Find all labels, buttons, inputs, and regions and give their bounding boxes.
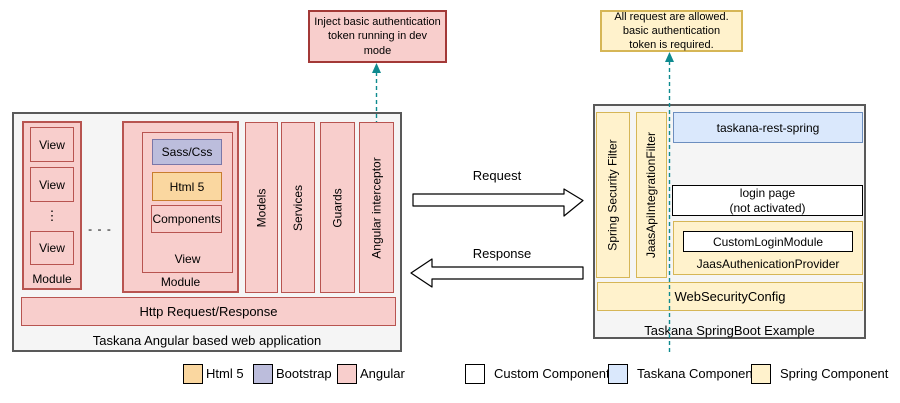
interceptor-note-arrowhead <box>372 63 381 73</box>
response-arrow <box>410 258 584 288</box>
legend-swatch-angular <box>337 363 357 384</box>
filter-chain-arrowhead <box>665 52 674 62</box>
module-2-view-label: View <box>174 251 201 266</box>
bar-services: Services <box>281 122 315 293</box>
legend-swatch-html5 <box>183 363 203 384</box>
jaas-authentication-provider-label: JaasAuthenicationProvider <box>696 257 840 271</box>
html5-box: Html 5 <box>152 172 222 201</box>
legend-label-html5: Html 5 <box>206 365 244 381</box>
module-1-view-3: View <box>30 231 74 265</box>
note-all-requests: All request are allowed. basic authentic… <box>600 10 743 52</box>
bar-services-label: Services <box>291 184 306 231</box>
legend-item-spring-component: Spring Component <box>751 363 888 384</box>
bar-jaas-api-integration-filter-label: JaasApiIntegrationFilter <box>644 131 659 259</box>
response-label: Response <box>472 245 532 261</box>
modules-ellipsis: - - - <box>88 222 112 236</box>
bar-models-label: Models <box>254 188 269 227</box>
legend-label-spring-component: Spring Component <box>780 365 889 381</box>
module-2-label: Module <box>160 274 201 289</box>
legend-label-taskana-component: Taskana Component <box>637 365 757 381</box>
http-request-response-bar: Http Request/Response <box>21 297 396 326</box>
legend-label-custom-component: Custom Component <box>494 365 610 381</box>
bar-guards: Guards <box>320 122 355 293</box>
module-1-view-2: View <box>30 167 74 202</box>
bar-models: Models <box>245 122 278 293</box>
module-1-label: Module <box>32 271 72 286</box>
legend-item-bootstrap: Bootstrap <box>253 363 332 384</box>
legend-item-html5: Html 5 <box>183 363 244 384</box>
legend-swatch-custom-component <box>465 363 485 384</box>
login-page-box: login page (not activated) <box>672 185 863 216</box>
legend-item-taskana-component: Taskana Component <box>608 363 756 384</box>
note-inject-token: Inject basic authentication token runnin… <box>308 10 447 63</box>
legend-label-angular: Angular <box>360 365 405 381</box>
legend-item-custom-component: Custom Component <box>465 363 610 384</box>
sass-css-box: Sass/Css <box>152 139 222 165</box>
bar-guards-label: Guards <box>330 187 345 228</box>
legend-swatch-bootstrap <box>253 363 273 384</box>
springboot-title: Taskana SpringBoot Example <box>644 322 815 338</box>
angular-app-title: Taskana Angular based web application <box>92 332 322 348</box>
components-box: Components <box>151 205 222 233</box>
bar-angular-interceptor-label: Angular interceptor <box>369 156 384 259</box>
web-security-config-bar: WebSecurityConfig <box>597 282 863 311</box>
bar-angular-interceptor: Angular interceptor <box>359 122 394 293</box>
request-label: Request <box>472 167 522 183</box>
bar-spring-security-filter: Spring Security Filter <box>596 112 630 278</box>
module-1-view-1: View <box>30 127 74 162</box>
legend-item-angular: Angular <box>337 363 405 384</box>
legend-swatch-spring-component <box>751 363 771 384</box>
vertical-ellipsis: ⋮ <box>45 208 59 223</box>
bar-jaas-api-integration-filter: JaasApiIntegrationFilter <box>636 112 667 278</box>
legend-label-bootstrap: Bootstrap <box>276 365 332 381</box>
custom-login-module-box: CustomLoginModule <box>683 231 853 252</box>
taskana-rest-spring-box: taskana-rest-spring <box>673 112 863 143</box>
legend-swatch-taskana-component <box>608 363 628 384</box>
request-arrow <box>412 188 584 217</box>
bar-spring-security-filter-label: Spring Security Filter <box>606 139 620 251</box>
